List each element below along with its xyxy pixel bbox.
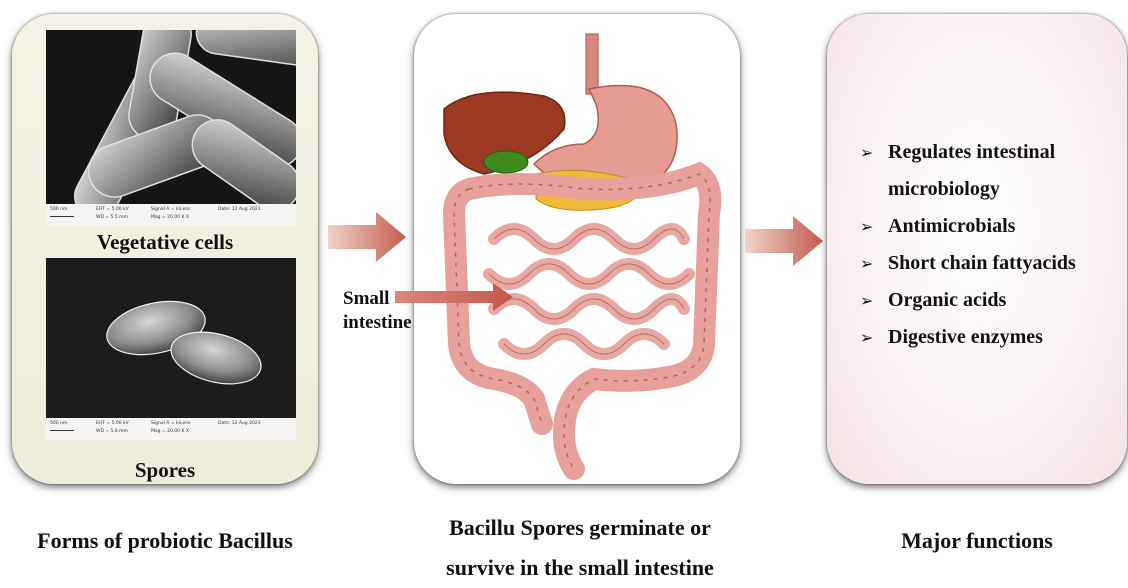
scale-label: 500 nm (50, 207, 67, 212)
forms-panel: 500 nm EHT = 5.00 kV WD = 5.5 mm Signal … (12, 14, 318, 484)
vegetative-cells-sem-image: 500 nm EHT = 5.00 kV WD = 5.5 mm Signal … (46, 30, 296, 226)
digestive-system-panel (414, 14, 740, 484)
list-item: ➢Antimicrobials (860, 208, 1076, 245)
sem-info-bar: 500 nm EHT = 5.00 kV WD = 5.6 mm Signal … (46, 418, 296, 440)
forms-caption: Forms of probiotic Bacillus (12, 528, 318, 554)
date-label: Date: 12 Aug 2021 (218, 207, 261, 212)
gallbladder (484, 151, 528, 173)
list-item: ➢Digestive enzymes (860, 319, 1076, 356)
mag-label: Mag = 20.00 K X (151, 429, 189, 434)
list-item: ➢Organic acids (860, 282, 1076, 319)
wd-label: WD = 5.5 mm (96, 215, 128, 220)
function-label-continued: microbiology (860, 171, 1076, 208)
germinate-caption-line2: survive in the small intestine (380, 548, 780, 588)
germinate-caption: Bacillu Spores germinate or survive in t… (380, 508, 780, 588)
germinate-caption-line1: Bacillu Spores germinate or (380, 508, 780, 548)
large-intestine-haustra (454, 174, 710, 469)
esophagus (586, 34, 598, 94)
vegetative-cells-label: Vegetative cells (12, 230, 318, 255)
arrow-right-icon (328, 210, 408, 264)
small-intestine-label: Small intestine (343, 287, 412, 335)
functions-list: ➢Regulates intestinal microbiology ➢Anti… (860, 134, 1076, 356)
eht-label: EHT = 5.00 kV (96, 207, 129, 212)
signal-label: Signal A = InLens (151, 421, 191, 426)
arrow-bullet-icon: ➢ (860, 208, 888, 245)
small-intestine-label-line1: Small (343, 287, 412, 311)
wd-label: WD = 5.6 mm (96, 429, 128, 434)
arrow-bullet-icon: ➢ (860, 245, 888, 282)
function-label: Antimicrobials (888, 215, 1015, 237)
list-item: ➢Short chain fattyacids (860, 245, 1076, 282)
rod-cells-graphic (46, 30, 296, 204)
signal-label: Signal A = InLens (151, 207, 191, 212)
large-intestine (454, 174, 710, 469)
digestive-system-illustration (414, 14, 740, 484)
scale-label: 500 nm (50, 421, 67, 426)
scale-bar (50, 430, 74, 431)
scale-bar (50, 216, 74, 217)
date-label: Date: 12 Aug 2021 (218, 421, 261, 426)
mag-label: Mag = 20.00 K X (151, 215, 189, 220)
list-item: ➢Regulates intestinal microbiology (860, 134, 1076, 208)
arrow-bullet-icon: ➢ (860, 134, 888, 171)
small-intestine (489, 229, 689, 354)
function-label: Organic acids (888, 289, 1006, 311)
small-intestine-pointer-arrow (395, 282, 515, 312)
spores-graphic (46, 258, 296, 418)
sem-info-bar: 500 nm EHT = 5.00 kV WD = 5.5 mm Signal … (46, 204, 296, 226)
functions-caption: Major functions (827, 528, 1127, 554)
arrow-right-icon (745, 214, 825, 268)
function-label: Short chain fattyacids (888, 252, 1076, 274)
arrow-bullet-icon: ➢ (860, 282, 888, 319)
arrow-bullet-icon: ➢ (860, 319, 888, 356)
spores-label: Spores (12, 458, 318, 483)
function-label: Digestive enzymes (888, 326, 1043, 348)
small-intestine-label-line2: intestine (343, 311, 412, 335)
spores-sem-image: 500 nm EHT = 5.00 kV WD = 5.6 mm Signal … (46, 258, 296, 440)
eht-label: EHT = 5.00 kV (96, 421, 129, 426)
function-label: Regulates intestinal (888, 141, 1055, 163)
